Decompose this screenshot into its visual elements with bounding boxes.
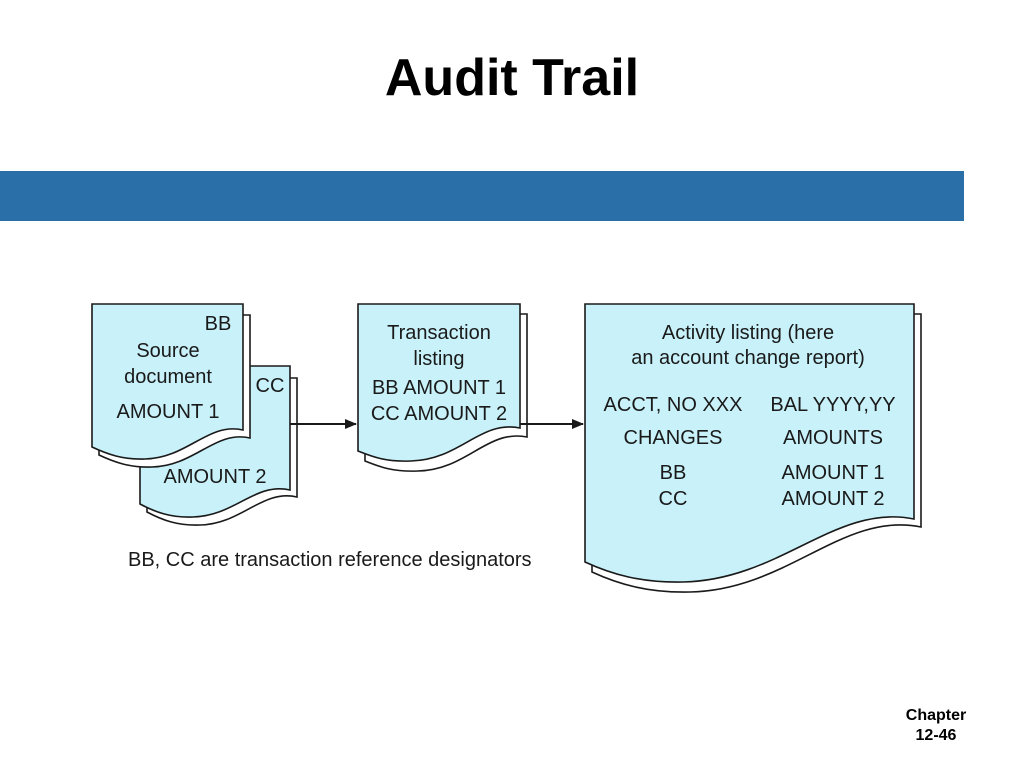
diagram-caption: BB, CC are transaction reference designa… xyxy=(128,549,532,571)
footer-chapter-label: Chapter xyxy=(905,707,967,724)
transaction-listing-row2: CC AMOUNT 2 xyxy=(371,403,507,425)
activity-listing-title-line2: an account change report) xyxy=(631,347,865,369)
source-document-ref: BB xyxy=(205,313,232,335)
transaction-listing-title-line1: Transaction xyxy=(387,322,491,344)
second-document-amount: AMOUNT 2 xyxy=(164,466,267,488)
activity-listing-col-amounts: AMOUNTS xyxy=(783,427,883,449)
transaction-listing-title-line2: listing xyxy=(413,348,464,370)
slide-footer: Chapter 12-46 xyxy=(876,706,996,746)
transaction-listing-page xyxy=(357,303,521,462)
activity-listing-amount1: AMOUNT 1 xyxy=(782,462,885,484)
activity-listing: Activity listing (here an account change… xyxy=(584,303,922,593)
second-document-ref: CC xyxy=(256,375,285,397)
source-document-title-line2: document xyxy=(124,366,212,388)
title-band xyxy=(0,171,964,221)
footer-page-number: 12-46 xyxy=(915,727,957,744)
transaction-listing: Transaction listing BB AMOUNT 1 CC AMOUN… xyxy=(357,303,528,472)
activity-listing-amount2: AMOUNT 2 xyxy=(782,488,885,510)
source-document: BB Source document AMOUNT 1 xyxy=(91,303,251,468)
activity-listing-col-changes: CHANGES xyxy=(624,427,723,449)
activity-listing-page xyxy=(584,303,915,583)
source-document-page xyxy=(91,303,244,460)
source-document-title-line1: Source xyxy=(136,340,199,362)
activity-listing-change1: BB xyxy=(660,462,687,484)
transaction-listing-row1: BB AMOUNT 1 xyxy=(372,377,506,399)
activity-listing-change2: CC xyxy=(659,488,688,510)
source-document-amount: AMOUNT 1 xyxy=(117,401,220,423)
slide-title: Audit Trail xyxy=(384,49,640,107)
activity-listing-acct: ACCT, NO XXX xyxy=(604,394,743,416)
activity-listing-bal: BAL YYYY,YY xyxy=(770,394,895,416)
activity-listing-title-line1: Activity listing (here xyxy=(662,322,834,344)
